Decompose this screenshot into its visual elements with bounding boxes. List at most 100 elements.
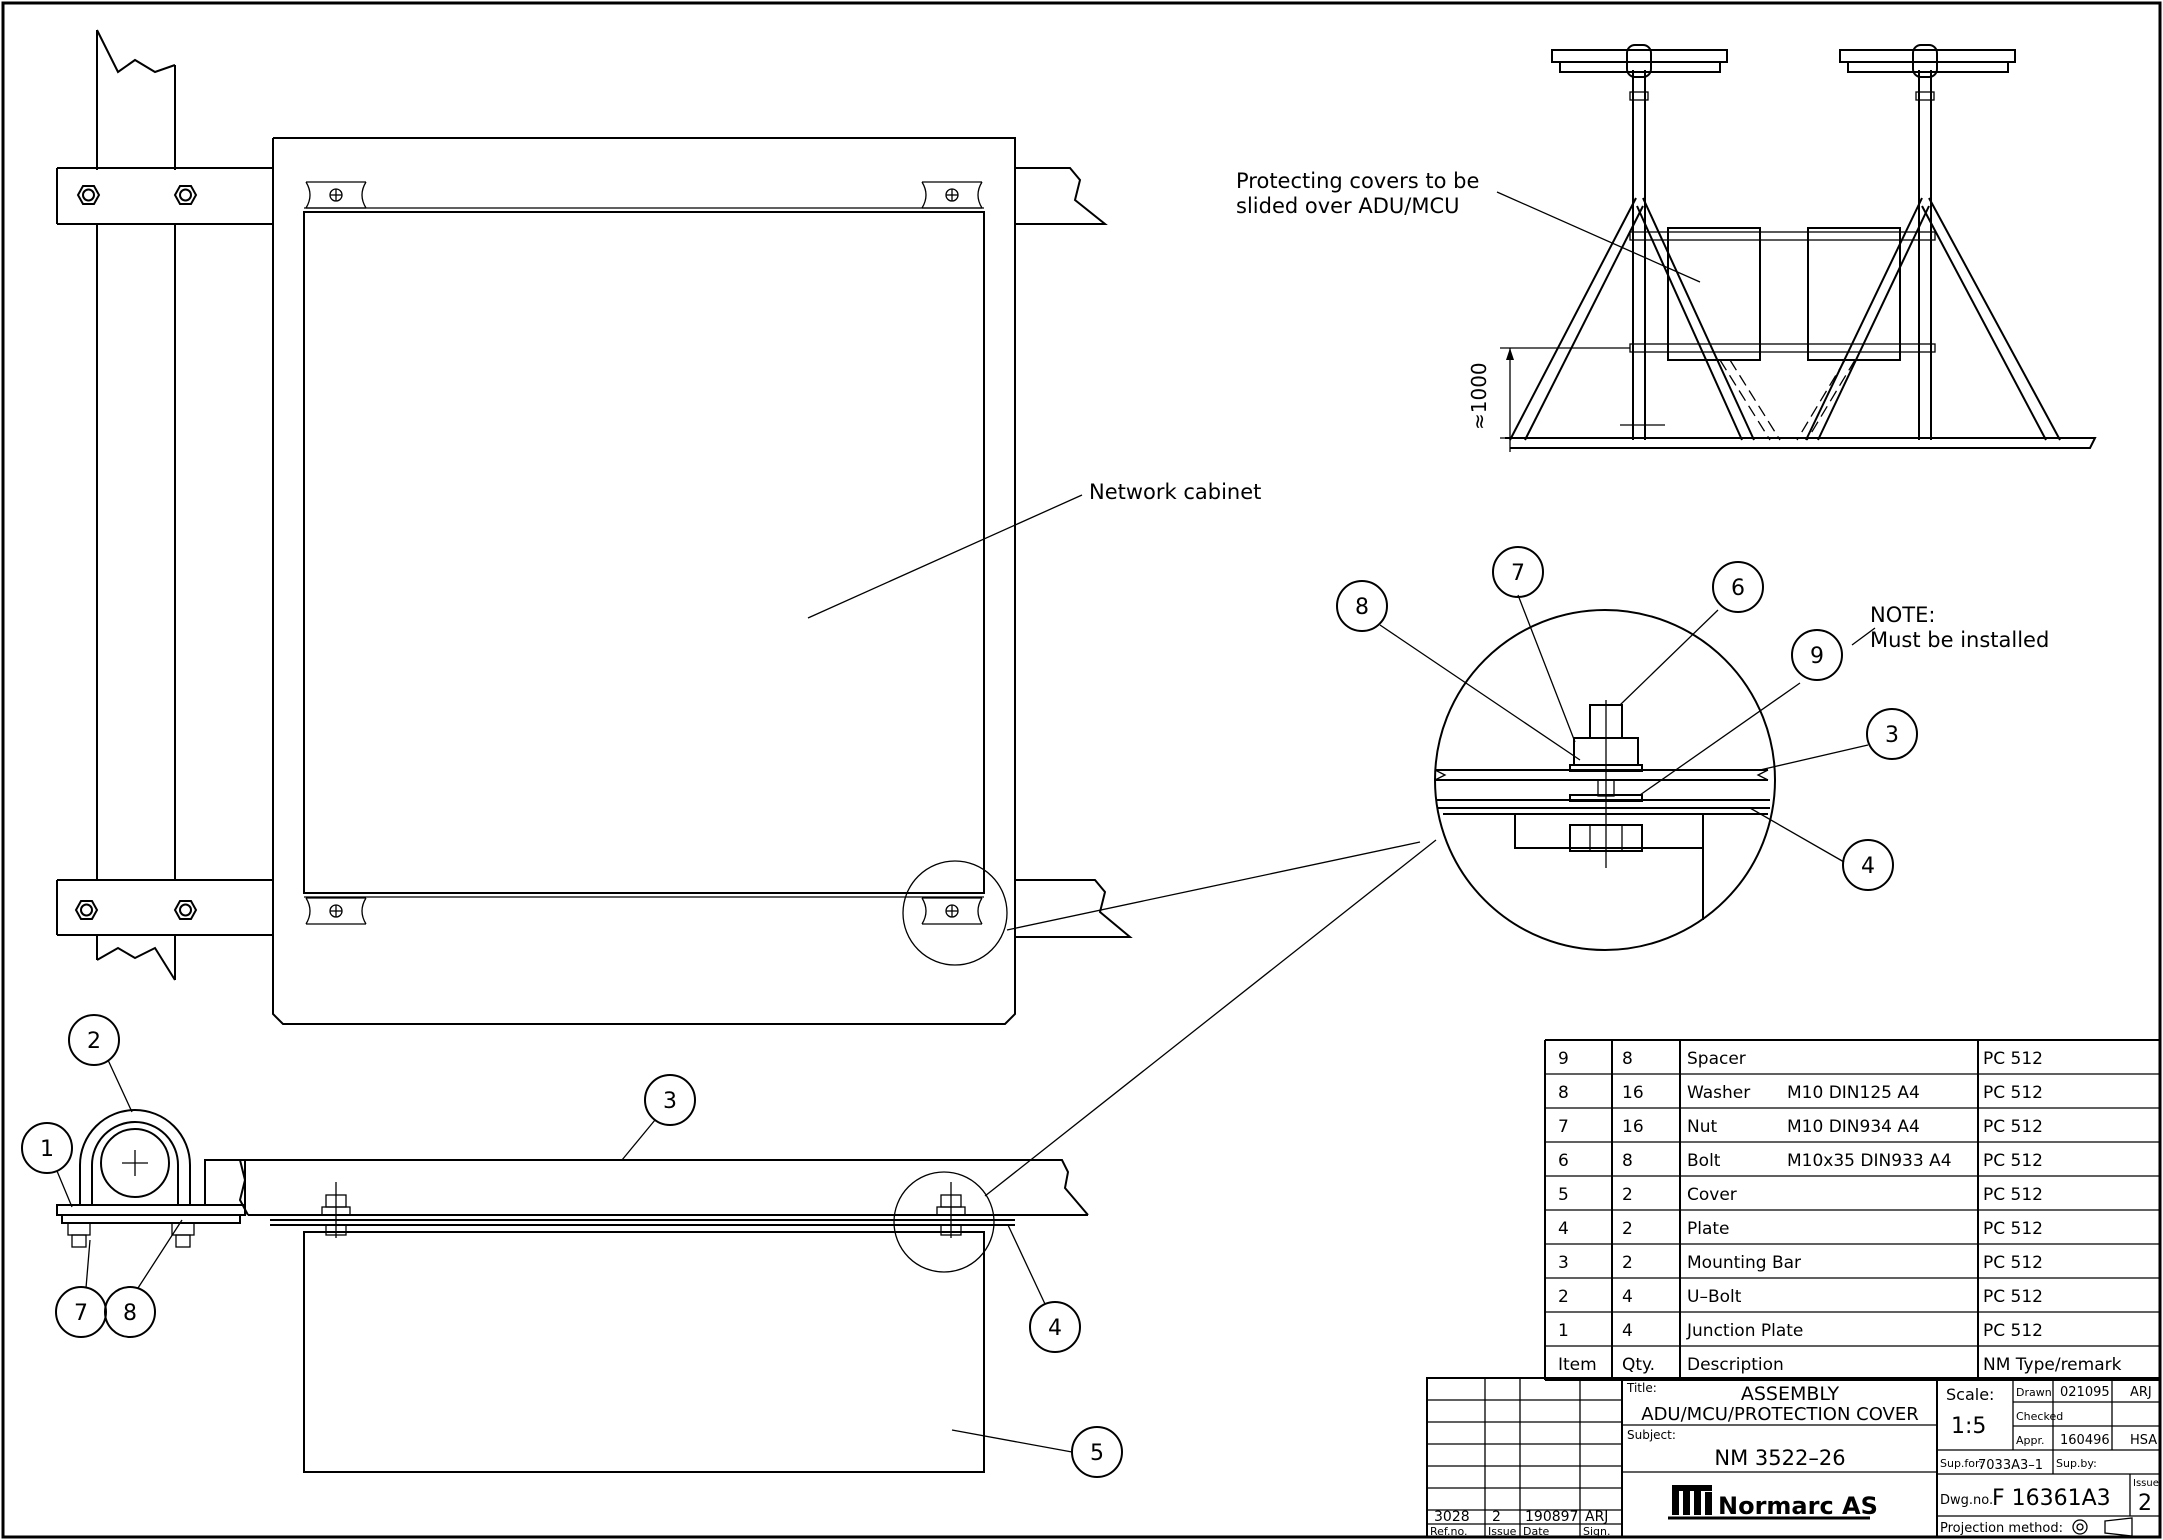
parts-description: Nut — [1687, 1117, 1717, 1137]
parts-item-no: 9 — [1558, 1049, 1569, 1069]
parts-qty: 2 — [1622, 1185, 1633, 1205]
parts-qty: 2 — [1622, 1219, 1633, 1239]
network-cabinet-label: Network cabinet — [1089, 480, 1261, 504]
nut-icon — [76, 185, 101, 205]
parts-qty: 4 — [1622, 1287, 1633, 1307]
parts-type: PC 512 — [1983, 1117, 2043, 1137]
parts-item-no: 8 — [1558, 1083, 1569, 1103]
parts-item-no: 3 — [1558, 1253, 1569, 1273]
parts-type: PC 512 — [1983, 1253, 2043, 1273]
parts-header-qty: Qty. — [1622, 1355, 1655, 1375]
drawn-date: 021095 — [2060, 1385, 2110, 1400]
balloon-7: 7 — [55, 1286, 107, 1338]
svg-text:2: 2 — [87, 1029, 101, 1054]
supfor-value: 7033A3–1 — [1978, 1458, 2043, 1473]
title-label: Title: — [1626, 1381, 1657, 1395]
nut-icon — [173, 900, 198, 920]
parts-qty: 4 — [1622, 1321, 1633, 1341]
revision-date: 190897 — [1525, 1509, 1578, 1525]
parts-type: PC 512 — [1983, 1321, 2043, 1341]
stand-view: ≈1000 Protecting covers to be slided ove… — [1236, 44, 2097, 452]
balloon-8: 8 — [1336, 580, 1388, 632]
sign-header: Sign. — [1583, 1525, 1611, 1538]
parts-description: Spacer — [1687, 1049, 1746, 1069]
svg-text:3: 3 — [663, 1089, 677, 1114]
note-text: Must be installed — [1870, 628, 2049, 652]
parts-qty: 16 — [1622, 1083, 1644, 1103]
parts-spec: M10x35 DIN933 A4 — [1787, 1151, 1952, 1171]
nut-icon — [173, 185, 198, 205]
title-line-2: ADU/MCU/PROTECTION COVER — [1641, 1404, 1919, 1425]
appr-by: HSA — [2130, 1433, 2157, 1448]
subject-label: Subject: — [1627, 1428, 1676, 1442]
issue-label: Issue — [2133, 1478, 2159, 1489]
detail-view: NOTE: Must be installed 8 7 6 9 3 4 — [1336, 546, 2049, 951]
parts-description: Washer — [1687, 1083, 1750, 1103]
plan-view: 2 1 7 8 3 4 5 — [21, 839, 1437, 1478]
protecting-covers-label-2: slided over ADU/MCU — [1236, 194, 1460, 218]
parts-item-no: 4 — [1558, 1219, 1569, 1239]
balloon-7: 7 — [1492, 546, 1544, 598]
parts-type: PC 512 — [1983, 1083, 2043, 1103]
balloon-2: 2 — [68, 1014, 120, 1066]
svg-text:5: 5 — [1090, 1441, 1104, 1466]
svg-text:8: 8 — [1355, 595, 1369, 620]
svg-text:6: 6 — [1731, 576, 1745, 601]
parts-header-item: Item — [1558, 1355, 1597, 1375]
parts-description: Plate — [1687, 1219, 1730, 1239]
parts-qty: 8 — [1622, 1151, 1633, 1171]
balloon-4: 4 — [1842, 839, 1894, 891]
normarc-logo-icon — [1668, 1485, 1870, 1520]
front-view: Network cabinet — [56, 29, 1421, 1025]
issue-value: 2 — [2138, 1491, 2152, 1516]
appr-label: Appr. — [2016, 1434, 2045, 1447]
supfor-label: Sup.for: — [1940, 1457, 1983, 1470]
parts-type: PC 512 — [1983, 1185, 2043, 1205]
dimension-label: ≈1000 — [1467, 362, 1491, 430]
svg-text:4: 4 — [1048, 1316, 1062, 1341]
parts-description: Junction Plate — [1686, 1321, 1803, 1341]
parts-type: PC 512 — [1983, 1219, 2043, 1239]
title-block: 3028 2 190897 ARJ Ref.no. Issue Date Sig… — [1426, 1377, 2161, 1538]
svg-text:3: 3 — [1885, 723, 1899, 748]
projection-method-icon — [2072, 1517, 2133, 1537]
parts-type: PC 512 — [1983, 1287, 2043, 1307]
balloon-6: 6 — [1712, 561, 1764, 613]
balloon-3: 3 — [1866, 708, 1918, 760]
refno-header: Ref.no. — [1430, 1525, 1468, 1538]
title-line-1: ASSEMBLY — [1741, 1383, 1840, 1405]
checked-label: Checked — [2016, 1410, 2063, 1423]
balloon-9: 9 — [1791, 629, 1843, 681]
note-label: NOTE: — [1870, 603, 1935, 627]
parts-item-no: 2 — [1558, 1287, 1569, 1307]
parts-description: Bolt — [1687, 1151, 1721, 1171]
parts-list: 9 8 Spacer PC 512 8 16 Washer M10 DIN125 A4 PC 5… — [1544, 1039, 2161, 1381]
parts-item-no: 6 — [1558, 1151, 1569, 1171]
parts-qty: 2 — [1622, 1253, 1633, 1273]
company-name: Normarc AS — [1718, 1492, 1878, 1520]
date-header: Date — [1523, 1525, 1550, 1538]
svg-text:8: 8 — [123, 1301, 137, 1326]
revision-sign: ARJ — [1585, 1509, 1608, 1525]
parts-description: U–Bolt — [1687, 1287, 1742, 1307]
scale-label: Scale: — [1946, 1385, 1994, 1404]
supby-label: Sup.by: — [2056, 1457, 2097, 1470]
parts-item-no: 5 — [1558, 1185, 1569, 1205]
parts-header-description: Description — [1687, 1355, 1784, 1375]
scale-value: 1:5 — [1951, 1414, 1986, 1439]
parts-description: Cover — [1687, 1185, 1737, 1205]
svg-text:4: 4 — [1861, 854, 1875, 879]
svg-text:7: 7 — [74, 1301, 88, 1326]
svg-text:7: 7 — [1511, 561, 1525, 586]
protecting-covers-label-1: Protecting covers to be — [1236, 169, 1479, 193]
parts-spec: M10 DIN125 A4 — [1787, 1083, 1920, 1103]
parts-qty: 8 — [1622, 1049, 1633, 1069]
balloon-3: 3 — [644, 1074, 696, 1126]
balloon-8: 8 — [104, 1286, 156, 1338]
dwgno-value: F 16361A3 — [1992, 1486, 2111, 1511]
svg-text:1: 1 — [40, 1137, 54, 1162]
balloon-1: 1 — [21, 1122, 73, 1174]
projection-label: Projection method: — [1940, 1521, 2063, 1536]
nut-icon — [74, 900, 99, 920]
revision-refno: 3028 — [1434, 1509, 1470, 1525]
